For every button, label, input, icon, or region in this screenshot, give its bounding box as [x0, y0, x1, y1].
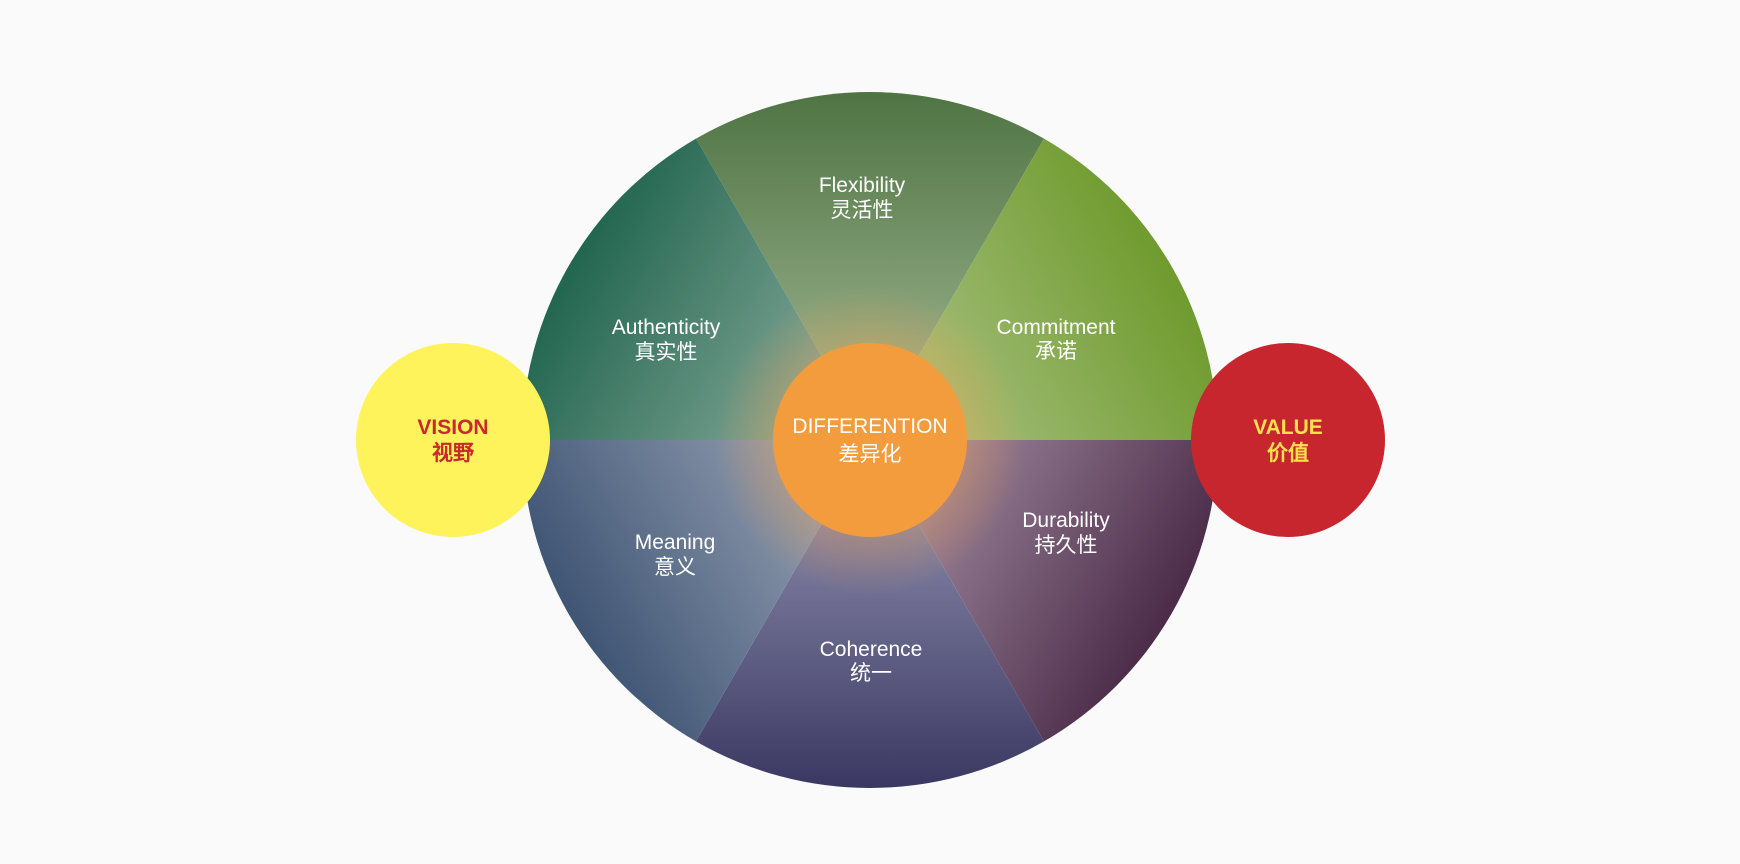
value-circle [1191, 343, 1385, 537]
meaning-label-en: Meaning [635, 531, 716, 554]
flexibility-label-en: Flexibility [819, 174, 906, 197]
center-label-en: DIFFERENTION [792, 415, 947, 438]
segment-label-commitment: Commitment 承诺 [996, 316, 1115, 363]
commitment-label-en: Commitment [996, 316, 1115, 339]
vision-circle [356, 343, 550, 537]
meaning-label-zh: 意义 [654, 556, 696, 579]
authenticity-label-en: Authenticity [612, 316, 721, 339]
commitment-label-zh: 承诺 [1035, 340, 1077, 363]
vision-label-zh: 视野 [432, 441, 474, 465]
flexibility-label-zh: 灵活性 [831, 199, 894, 222]
durability-label-zh: 持久性 [1035, 534, 1098, 557]
segment-label-authenticity: Authenticity 真实性 [612, 316, 721, 364]
center-label-zh: 差异化 [839, 443, 902, 466]
center-circle [773, 343, 967, 537]
value-node: VALUE 价值 [1191, 343, 1385, 537]
vision-node: VISION 视野 [356, 343, 550, 537]
durability-label-en: Durability [1022, 509, 1110, 532]
coherence-label-zh: 统一 [850, 662, 892, 685]
segment-label-durability: Durability 持久性 [1022, 509, 1110, 557]
segment-flexibility [696, 91, 1044, 440]
authenticity-label-zh: 真实性 [635, 341, 698, 364]
coherence-label-en: Coherence [820, 638, 923, 661]
value-label-zh: 价值 [1267, 441, 1309, 465]
segment-label-meaning: Meaning 意义 [635, 531, 716, 579]
segment-label-flexibility: Flexibility 灵活性 [819, 174, 906, 222]
center-node: DIFFERENTION 差异化 [773, 343, 967, 537]
segment-label-coherence: Coherence 统一 [820, 638, 923, 685]
vision-label-en: VISION [417, 416, 488, 439]
value-label-en: VALUE [1253, 416, 1323, 439]
segment-coherence [696, 440, 1044, 788]
